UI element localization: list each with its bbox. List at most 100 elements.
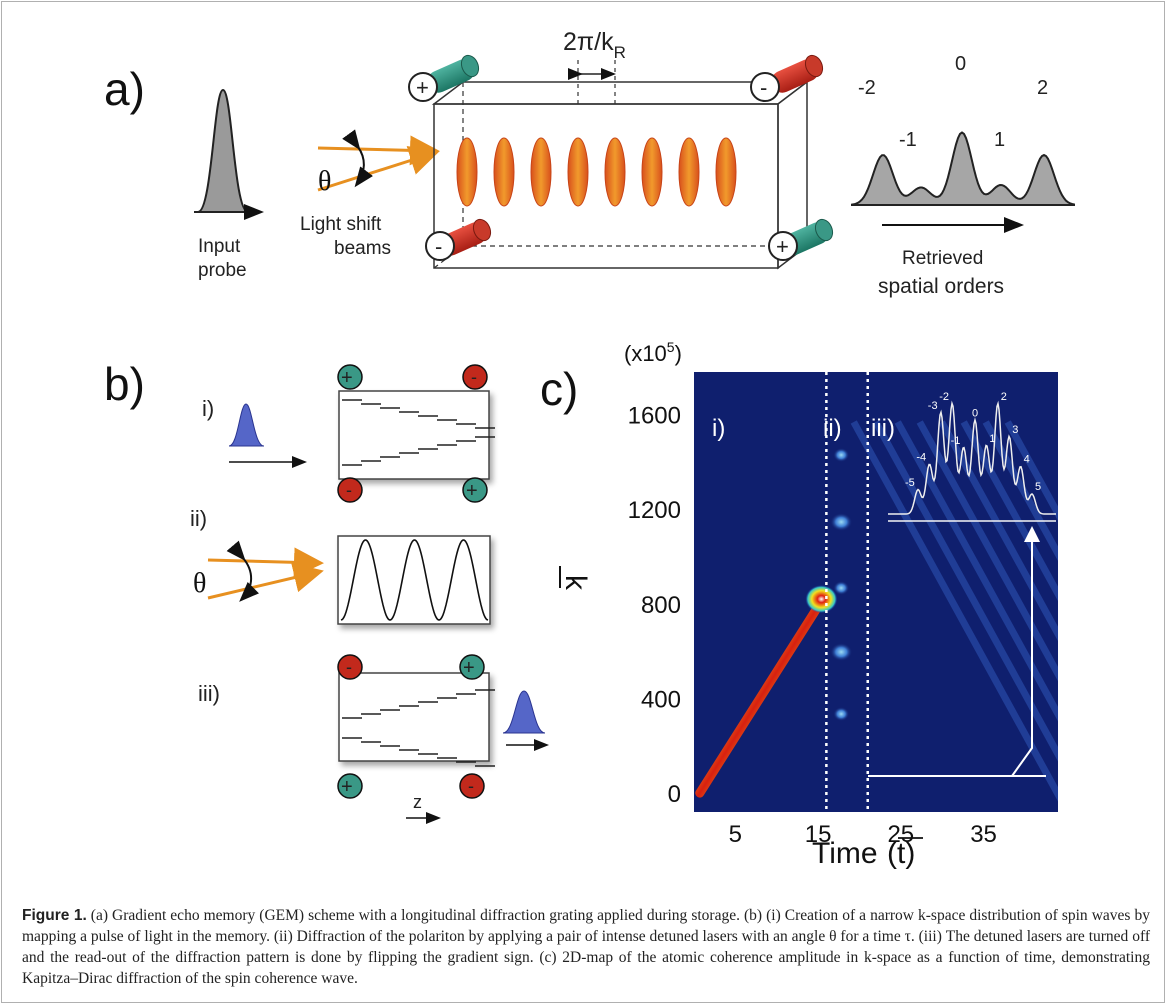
theta-symbol-b: θ (193, 568, 206, 599)
diffraction-hotspot (805, 585, 838, 614)
b-i-plus-1: + (341, 367, 353, 389)
y-tick-labels: 0 400 800 1200 1600 (628, 403, 681, 808)
order-minus-2: -2 (858, 77, 876, 99)
input-probe-pulse (194, 88, 264, 220)
panel-c-label: c) (540, 363, 578, 415)
step-iii-electrodes (337, 654, 485, 799)
diffraction-stripe (982, 420, 1058, 561)
order-2: 2 (1037, 77, 1048, 99)
y-tick-label: 800 (641, 592, 681, 619)
step-iii-box (338, 672, 495, 767)
electrode-bottom-left-minus (425, 218, 492, 261)
grating-ellipse (567, 137, 589, 207)
retrieved-label-1: Retrieved (902, 248, 983, 269)
grating-ellipse (715, 137, 737, 207)
step-ii-beams (207, 540, 324, 602)
region-label-i: i) (712, 415, 725, 442)
storage-trace (695, 599, 825, 798)
panel-b: b) i) ii) iii) + - - + (104, 358, 549, 824)
step-iii-label: iii) (198, 681, 220, 706)
step-i-label: i) (202, 396, 214, 421)
b-i-plus-2: + (466, 480, 478, 502)
y-tick-label: 1200 (628, 497, 681, 524)
order-0: 0 (955, 53, 966, 75)
beams-label-1: Light shift (300, 214, 382, 235)
y-tick-label: 400 (641, 686, 681, 713)
diffraction-stripe (916, 420, 1058, 682)
step-iii-output-pulse (502, 690, 549, 751)
z-axis-label: z (413, 792, 422, 812)
diffraction-stripe (1004, 420, 1058, 521)
x-axis-label: Time (812, 837, 878, 870)
x-tick-label: 25 (887, 821, 914, 848)
step-ii-grating (337, 535, 491, 625)
figure-graphic: a) Input probe θ Light shift beams (104, 28, 1075, 870)
grating-ellipse (493, 137, 515, 207)
step-i-box (338, 390, 495, 480)
x-tick-label: 35 (970, 821, 997, 848)
step-ii-label: ii) (190, 506, 207, 531)
diffraction-stripe (960, 420, 1058, 602)
grating-ellipse (641, 137, 663, 207)
electrode-bottom-right-plus (768, 218, 834, 261)
caption-text: (a) Gradient echo memory (GEM) scheme wi… (22, 907, 1150, 987)
retrieved-orders-curve (851, 131, 1075, 233)
inset-order-label: -4 (916, 452, 926, 464)
inset-pointer (868, 534, 1046, 777)
inset-order-label: 1 (989, 433, 995, 445)
figure-caption: Figure 1. (a) Gradient echo memory (GEM)… (22, 905, 1150, 989)
x-axis-var: (t) (887, 837, 915, 870)
diffraction-stripe (938, 420, 1058, 642)
inset-order-label: 5 (1035, 481, 1041, 493)
inset-order-label: 3 (1012, 424, 1018, 436)
caption-figure-label: Figure 1. (22, 907, 87, 924)
x-tick-label: 15 (805, 821, 832, 848)
b-i-minus-1: - (471, 367, 477, 387)
inset-order-label: -1 (951, 435, 961, 447)
theta-symbol-a: θ (318, 166, 331, 197)
minus-sign-1: - (760, 75, 767, 100)
y-tick-label: 1600 (628, 403, 681, 430)
y-tick-label: 0 (668, 781, 681, 808)
step-i-electrodes (337, 364, 488, 503)
inset-order-label: -5 (905, 477, 915, 489)
diffraction-blobs (830, 448, 853, 721)
diffraction-blob (830, 643, 853, 661)
grating-ellipse (678, 137, 700, 207)
b-iii-minus-1: - (346, 657, 352, 677)
grating-ellipse (604, 137, 626, 207)
grating-ellipse (456, 137, 478, 207)
panel-a-label: a) (104, 63, 145, 115)
plus-sign-2: + (776, 234, 789, 259)
region-label-ii: ii) (823, 415, 842, 442)
minus-sign-2: - (435, 234, 442, 259)
inset-order-label: 4 (1024, 454, 1030, 466)
period-label: 2π/kR (563, 28, 626, 62)
x-tick-label: 5 (729, 821, 742, 848)
panel-a: a) Input probe θ Light shift beams (104, 28, 1075, 298)
diffraction-blob (833, 448, 850, 462)
y-axis-label: k (559, 575, 592, 591)
y-exponent-label: (x105) (624, 339, 682, 366)
plus-sign-1: + (416, 75, 429, 100)
inset-order-label: -2 (939, 391, 949, 403)
beams-label-2: beams (334, 238, 391, 259)
order-minus-1: -1 (899, 129, 917, 151)
inset-order-label: 0 (972, 408, 978, 420)
b-iii-minus-2: - (468, 776, 474, 796)
electrode-top-right-minus (750, 54, 824, 102)
b-iii-plus-2: + (341, 776, 353, 798)
x-tick-labels: 5 15 25 35 (729, 821, 997, 848)
grating-ellipses (456, 137, 737, 207)
b-iii-plus-1: + (463, 657, 475, 679)
input-probe-label-1: Input (198, 236, 241, 257)
inset-curve (888, 400, 1056, 515)
inset-order-label: -3 (928, 400, 938, 412)
input-probe-label-2: probe (198, 260, 247, 281)
retrieved-label-2: spatial orders (878, 275, 1004, 298)
electrode-top-left-plus (408, 54, 480, 102)
